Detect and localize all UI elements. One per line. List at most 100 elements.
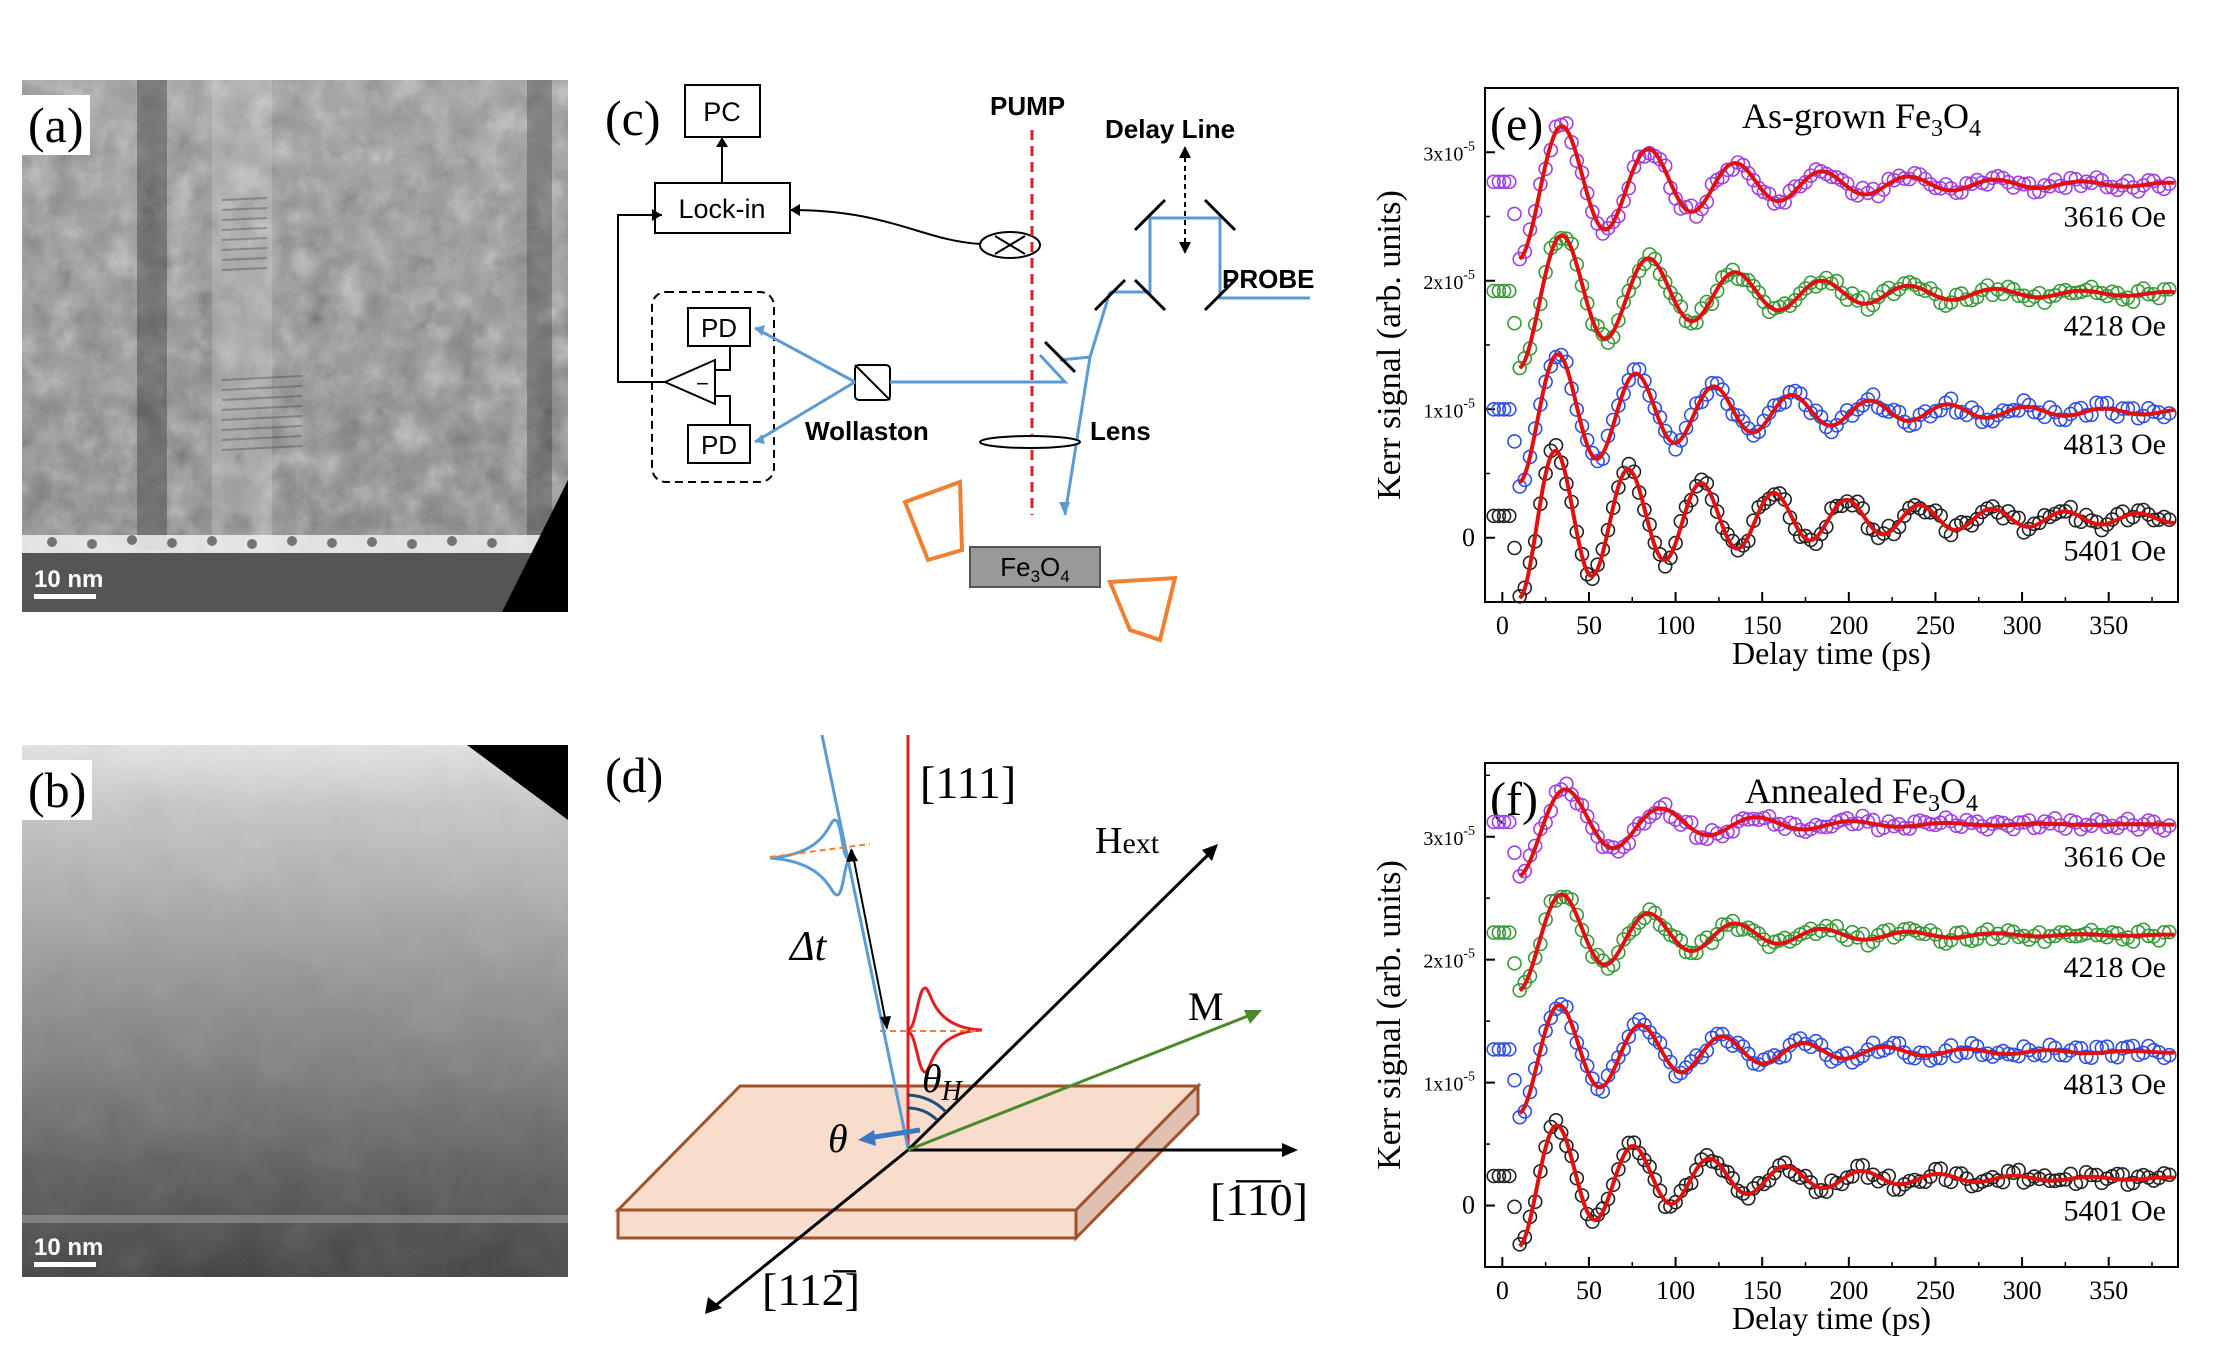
chart-e-series-label: 3616 Oe (2064, 200, 2166, 233)
chart-f-data-point (2052, 925, 2068, 940)
chart-f-data-point (1766, 1165, 1782, 1181)
amplifier-icon (662, 358, 716, 406)
chart-f-data-point (2110, 820, 2125, 836)
chart-f-data-point (1585, 820, 1600, 836)
chart-e-data-point (1517, 244, 1533, 259)
chart-e-data-point (2161, 281, 2177, 297)
chart-e-ylabel: Kerr signal (arb. units) (1371, 190, 1408, 500)
chart-f-data-point (1496, 925, 1512, 940)
chart-f-data-point (1896, 922, 1912, 937)
chart-f-data-point (1907, 814, 1923, 830)
chart-e-title: As-grown Fe3O4 (1742, 96, 1981, 142)
chart-e-series-0: 3616 Oe (1486, 116, 2177, 267)
chart-e-xtick-label: 350 (2089, 611, 2128, 640)
chart-e-data-point (1943, 295, 1959, 310)
chart-f-fit-line (1518, 1123, 2175, 1248)
chart-f-data-point (2026, 820, 2042, 836)
probe-beam (754, 216, 1310, 516)
chart-f-data-point (1631, 816, 1647, 831)
chart-f-data-point (1486, 1168, 1501, 1184)
chart-f-ytick-label: 0 (1462, 1191, 1475, 1220)
chart-f-data-point (1579, 934, 1595, 949)
chart-f-data-point (1600, 1191, 1616, 1207)
magnet-pole-right (1107, 575, 1178, 643)
scalebar-a (34, 594, 96, 599)
chart-e-panel-label: (e) (1490, 98, 1543, 151)
chart-e-data-point (2110, 182, 2125, 198)
chart-f-data-point (2058, 821, 2073, 836)
chart-f-ytick-label: 3x10-5 (1423, 824, 1475, 850)
chart-e-data-point (1782, 384, 1798, 400)
chart-f-data-point (1673, 1065, 1689, 1081)
chart-f-xtick-label: 100 (1656, 1276, 1695, 1305)
chart-e-data-point (1730, 542, 1746, 558)
chart-e-data-point (1642, 247, 1657, 262)
chart-e-data-point (1709, 283, 1725, 299)
chart-f-data-point (2021, 813, 2037, 828)
chart-f-ytick-label: 1x10-5 (1423, 1070, 1475, 1096)
chart-f-data-point (1954, 1045, 1969, 1061)
axis-1m10-label: [1̅1̅0] (1210, 1174, 1308, 1225)
chart-e-data-point (1585, 571, 1600, 587)
chart-f-data-point (1502, 1042, 1517, 1057)
chart-f-data-point (1502, 1168, 1517, 1184)
chart-e-data-point (1720, 267, 1735, 283)
chart-f-data-point (2078, 1049, 2094, 1065)
chart-e-data-point (1486, 508, 1501, 524)
chart-e-xtick-label: 200 (1829, 611, 1868, 640)
mirrors (1043, 198, 1237, 374)
chart-e-data-point (1502, 283, 1517, 299)
chart-e-data-point (1720, 162, 1735, 178)
wollaston-label: Wollaston (805, 416, 929, 446)
sample-label: Fe3O4 (1000, 552, 1070, 586)
chart-e-data-point (1818, 270, 1834, 286)
chart-f-data-point (2104, 925, 2120, 940)
chart-f-data-point (1502, 925, 1517, 940)
chart-f-data-point (1512, 869, 1527, 884)
chart-f-data-point (2161, 924, 2177, 940)
chart-e-data-point (1491, 508, 1507, 524)
chart-e-fit-line (1518, 124, 2175, 261)
chart-f-data-point (1569, 907, 1585, 923)
chart-e-series-2: 4813 Oe (1486, 347, 2177, 494)
chart-f-data-point (1486, 925, 1501, 940)
chart-f-data-point (1652, 1183, 1668, 1199)
m-arrow (907, 1010, 1259, 1152)
m-label: M (1188, 984, 1224, 1029)
lens-label: Lens (1090, 416, 1151, 446)
chart-e-fit-line (1518, 233, 2175, 370)
chart-f-data-point (1777, 1155, 1793, 1171)
chart-f-data-point (1496, 1042, 1512, 1057)
chart-f-data-point (1507, 845, 1522, 860)
chart-e-data-point (1496, 283, 1512, 299)
chart-f-data-point (1496, 814, 1512, 830)
probe-label: PROBE (1222, 264, 1314, 294)
chart-e-data-point (1491, 283, 1507, 299)
sample-box (969, 546, 1101, 588)
chart-f-data-point (1709, 1155, 1725, 1171)
chart-f-xtick-label: 250 (1916, 1276, 1955, 1305)
pump-label: PUMP (990, 91, 1065, 121)
chart-f-xtick-label: 0 (1496, 1276, 1509, 1305)
chart-e-data-point (1502, 401, 1517, 417)
chart-f-data-point (2161, 1047, 2177, 1063)
chart-e-data-point (1507, 540, 1522, 556)
chart-f-series-label: 4218 Oe (2064, 951, 2166, 984)
chart-f-xtick-label: 300 (2003, 1276, 2042, 1305)
chart-f-series-0: 3616 Oe (1486, 776, 2177, 884)
chart-f-data-point (1616, 1148, 1631, 1163)
chart-f-data-point (1486, 814, 1501, 830)
chart-f-series-3: 5401 Oe (1486, 1112, 2177, 1252)
lens-icon (979, 435, 1081, 449)
chart-f-fit-line (1518, 892, 2175, 992)
chart-e-data-point (1886, 172, 1902, 188)
chart-f-data-point (1980, 821, 1995, 837)
geometry-schematic: (d) [111] Δt Hext [1̅1̅0] [112̅] M θH θ (605, 734, 1308, 1315)
chart-e-data-point (1668, 535, 1683, 551)
chart-e-xtick-label: 100 (1656, 611, 1695, 640)
chart-f-data-point (2156, 925, 2172, 940)
scalebar-label-b: 10 nm (34, 1234, 104, 1261)
chart-e-data-point (1756, 495, 1772, 511)
